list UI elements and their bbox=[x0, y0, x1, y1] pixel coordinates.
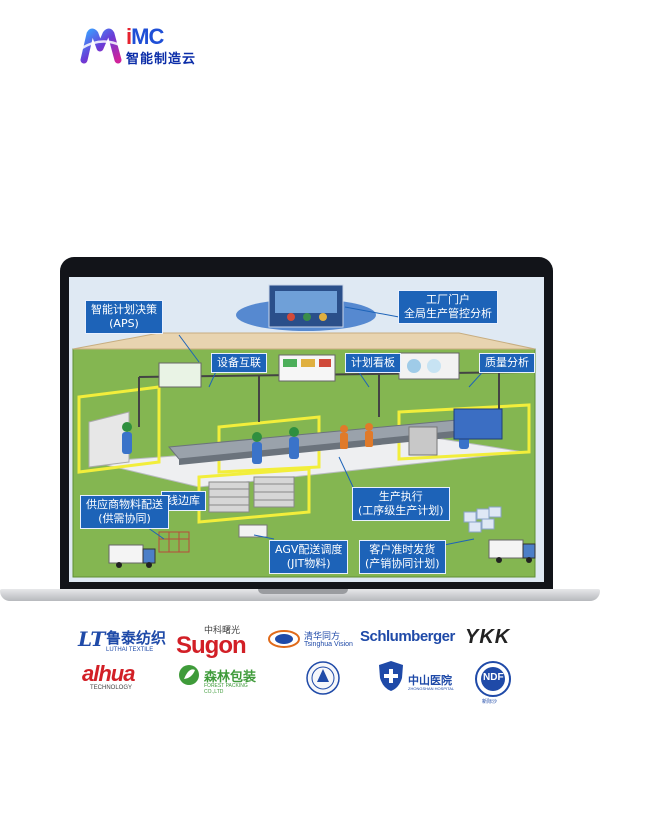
brand-logo[interactable]: iMC 智能制造云 bbox=[80, 24, 200, 70]
client-subtitle: FOREST PACKING CO.,LTD bbox=[204, 683, 248, 695]
client-name: 森林包装 bbox=[204, 669, 257, 684]
client-logo-dahua: alhua TECHNOLOGY bbox=[82, 661, 166, 693]
client-logo-ykk: YKK bbox=[465, 626, 525, 650]
client-logo-sugon: 中科曙光 Sugon bbox=[176, 623, 254, 659]
client-name: alhua bbox=[82, 661, 135, 686]
supplier-callout: 供应商物料配送 (供需协同) bbox=[80, 495, 169, 529]
hospital-shield-icon bbox=[379, 661, 403, 691]
client-subtitle: ZHONGSHAN HOSPITAL bbox=[408, 686, 455, 691]
factory-portal-callout: 工厂门户 全局生产管控分析 bbox=[398, 290, 498, 324]
client-subtitle: LUTHAI TEXTILE bbox=[106, 647, 154, 653]
lutai-logo-icon: LT bbox=[78, 627, 106, 651]
delivery-callout: 客户准时发货 (产销协同计划) bbox=[359, 540, 446, 574]
client-subtitle: 中科曙光 bbox=[204, 625, 241, 635]
client-logo-lutai: LT 鲁泰纺织 LUTHAI TEXTILE bbox=[78, 625, 168, 657]
ndf-circle-icon bbox=[475, 661, 511, 697]
warehouse-callout: 线边库 bbox=[161, 491, 206, 511]
client-logo-emblem bbox=[305, 660, 341, 696]
client-logo-ndf: NDF 新际沙 bbox=[474, 660, 514, 705]
agv-callout: AGV配送调度 (JIT物料) bbox=[269, 540, 349, 574]
quality-callout: 质量分析 bbox=[479, 353, 535, 373]
aps-callout: 智能计划决策 (APS) bbox=[85, 300, 163, 334]
laptop-notch bbox=[258, 589, 348, 594]
client-subtitle: 清华同方 bbox=[304, 631, 341, 641]
client-name: YKK bbox=[465, 626, 511, 648]
client-name: 中山医院 bbox=[408, 675, 452, 687]
execution-callout: 生产执行 (工序级生产计划) bbox=[352, 487, 450, 521]
emblem-seal-icon bbox=[306, 661, 340, 695]
client-subtitle: TECHNOLOGY bbox=[90, 685, 133, 691]
client-name: Tsinghua Vision bbox=[304, 641, 353, 648]
client-logo-schlumberger: Schlumberger bbox=[360, 628, 455, 652]
client-logo-senlin: 森林包装 FOREST PACKING CO.,LTD bbox=[178, 664, 268, 695]
iot-callout: 设备互联 bbox=[211, 353, 267, 373]
client-name: 鲁泰纺织 bbox=[106, 629, 167, 647]
logo-subtitle: 智能制造云 bbox=[126, 51, 197, 66]
client-name: Sugon bbox=[176, 632, 247, 659]
client-logo-zhongshan: 中山医院 ZHONGSHAN HOSPITAL bbox=[378, 660, 458, 696]
leaf-icon bbox=[179, 665, 199, 685]
imc-logo-icon bbox=[80, 28, 123, 64]
client-name: NDF bbox=[483, 672, 504, 683]
client-name: Schlumberger bbox=[360, 628, 455, 645]
laptop-base bbox=[0, 589, 600, 601]
client-subtitle: 新际沙 bbox=[482, 699, 498, 705]
factory-diagram-screen: 智能计划决策 (APS) 工厂门户 全局生产管控分析 设备互联 计划看板 质量分… bbox=[69, 277, 544, 582]
kanban-callout: 计划看板 bbox=[345, 353, 401, 373]
logo-wordmark: iMC bbox=[126, 24, 164, 49]
client-logo-tongfang: 清华同方 Tsinghua Vision bbox=[268, 626, 358, 656]
tongfang-swoosh-icon bbox=[268, 630, 300, 648]
